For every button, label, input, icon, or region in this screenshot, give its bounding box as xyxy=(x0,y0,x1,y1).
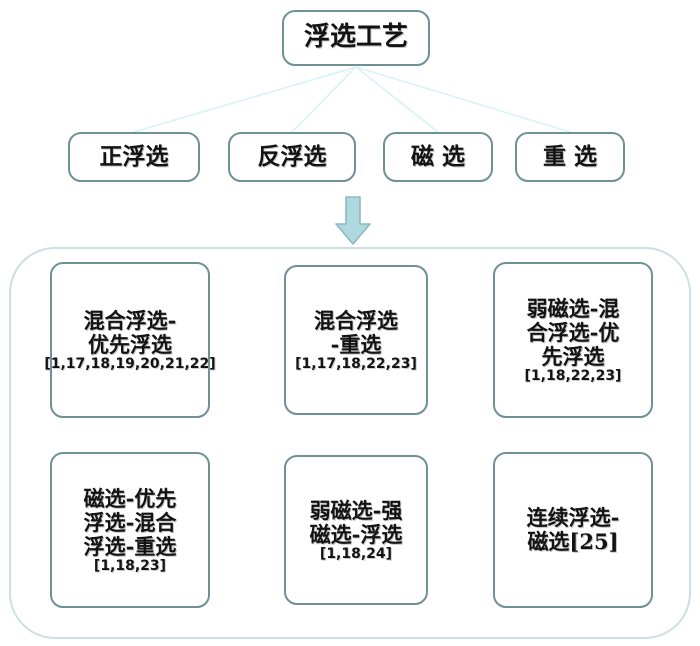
process-node-label: 混合浮选- 优先浮选 xyxy=(83,307,177,357)
process-node-label: 弱磁选-混 合浮选-优 先浮选 xyxy=(526,295,620,369)
down-arrow-icon xyxy=(335,196,371,245)
process-node-citation: [1,17,18,19,20,21,22] xyxy=(44,355,216,372)
process-node-weak-strong-magnetic-flotation[interactable]: 弱磁选-强 磁选-浮选 [1,18,24] xyxy=(284,455,428,605)
node-reverse-flotation[interactable]: 反浮选 xyxy=(228,132,356,182)
process-node-citation: [1,18,23] xyxy=(93,557,167,574)
process-node-citation: [1,17,18,22,23] xyxy=(295,355,417,372)
node-label: 磁 选 xyxy=(410,142,465,170)
node-gravity-separation[interactable]: 重 选 xyxy=(515,132,625,182)
node-label: 重 选 xyxy=(542,142,597,170)
process-node-label: 连续浮选- 磁选[25] xyxy=(526,505,620,554)
process-node-citation: [1,18,22,23] xyxy=(524,367,622,384)
process-node-magnetic-selective-bulk-flotation-gravity[interactable]: 磁选-优先 浮选-混合 浮选-重选 [1,18,23] xyxy=(50,452,210,608)
node-label: 反浮选 xyxy=(257,142,327,170)
process-node-citation: [1,18,24] xyxy=(319,545,393,562)
node-direct-flotation[interactable]: 正浮选 xyxy=(68,132,200,182)
root-node-flotation-process[interactable]: 浮选工艺 xyxy=(282,10,430,66)
process-node-label: 磁选-优先 浮选-混合 浮选-重选 xyxy=(83,485,177,559)
connector-line-3 xyxy=(355,66,571,133)
connector-line-1 xyxy=(291,66,357,133)
process-node-bulk-flotation-gravity[interactable]: 混合浮选 -重选 [1,17,18,22,23] xyxy=(284,265,428,415)
process-node-bulk-then-selective-flotation[interactable]: 混合浮选- 优先浮选 [1,17,18,19,20,21,22] xyxy=(44,262,216,418)
process-node-weak-magnetic-bulk-selective-flotation[interactable]: 弱磁选-混 合浮选-优 先浮选 [1,18,22,23] xyxy=(493,262,653,418)
root-node-label: 浮选工艺 xyxy=(303,22,408,53)
connector-line-0 xyxy=(133,66,357,133)
node-magnetic-separation[interactable]: 磁 选 xyxy=(383,132,493,182)
connector-line-2 xyxy=(355,66,439,133)
node-label: 正浮选 xyxy=(99,142,169,170)
process-group-container xyxy=(9,247,691,639)
process-node-continuous-flotation-magnetic[interactable]: 连续浮选- 磁选[25] xyxy=(493,452,653,608)
process-node-label: 混合浮选 -重选 xyxy=(314,307,398,357)
process-node-label: 弱磁选-强 磁选-浮选 xyxy=(309,497,403,547)
